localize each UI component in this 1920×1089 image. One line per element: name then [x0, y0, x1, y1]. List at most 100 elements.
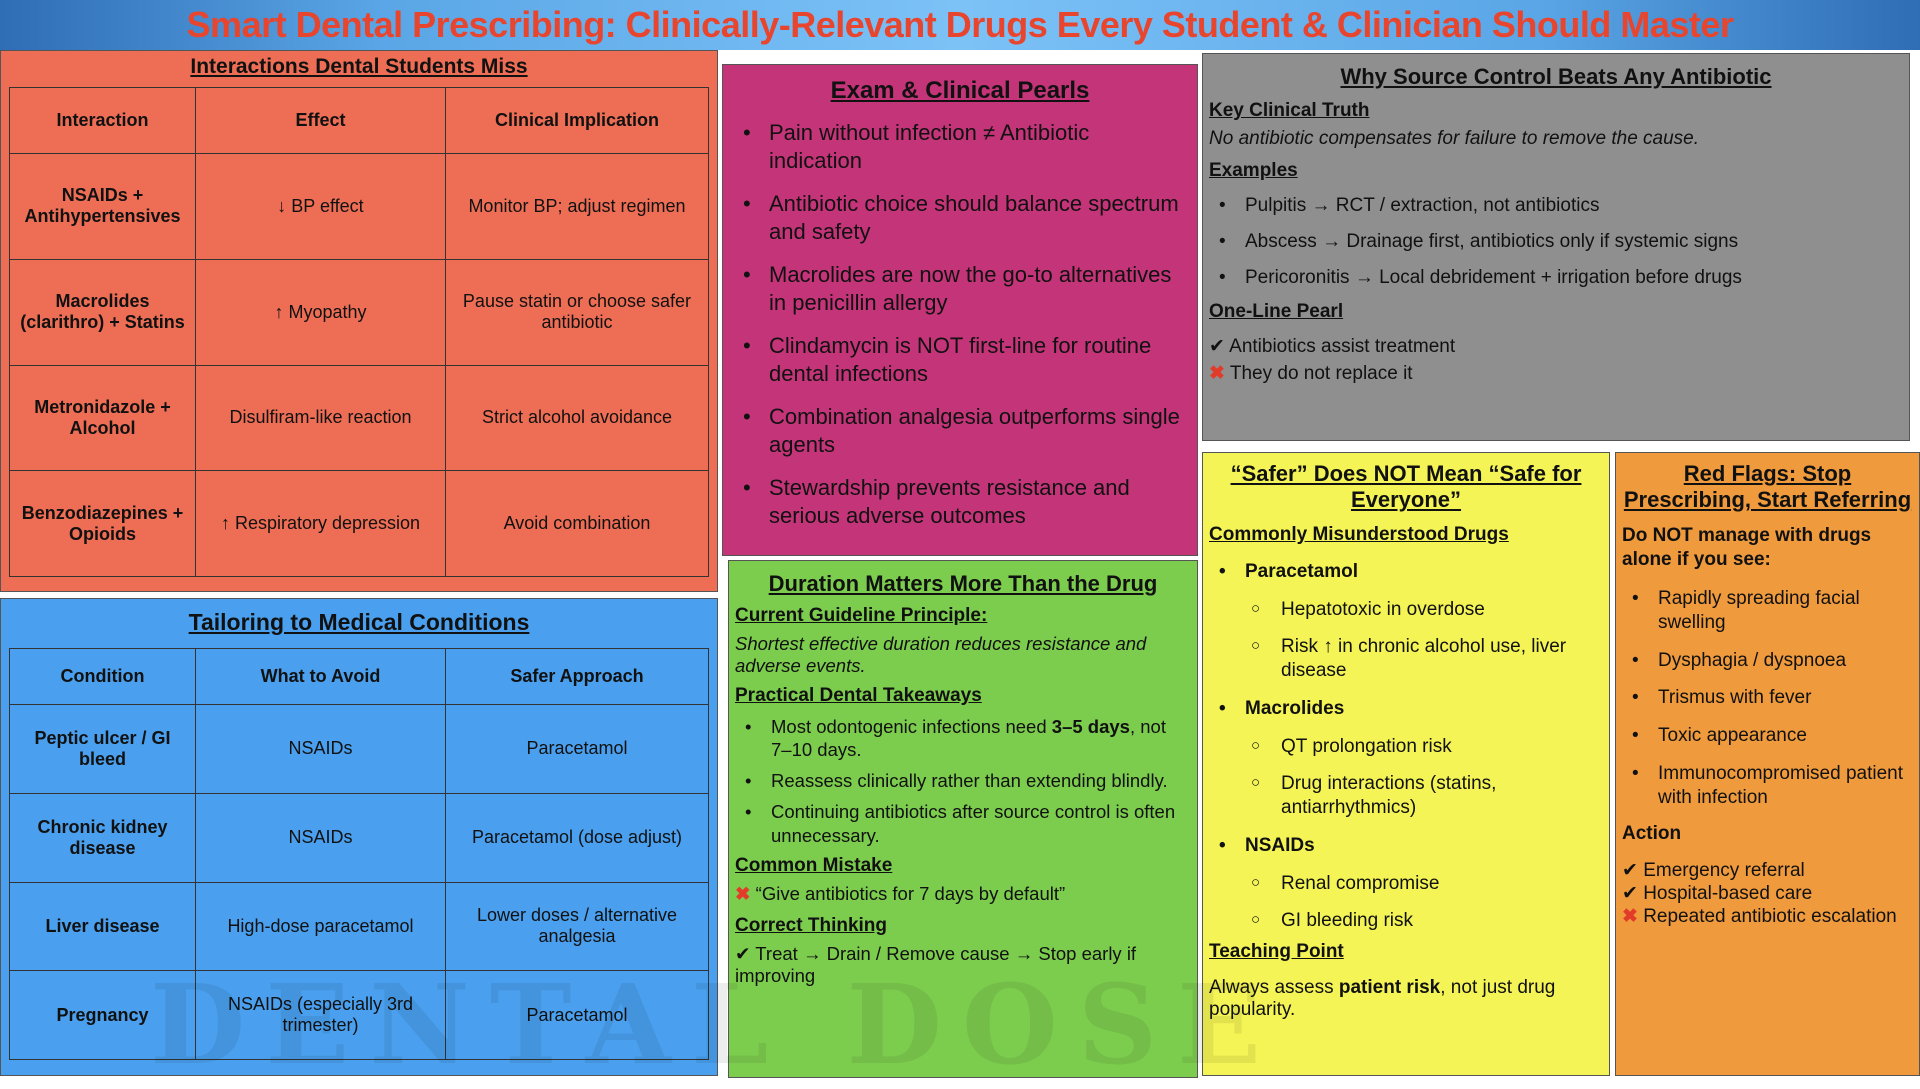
cell: ↑ Myopathy: [195, 258, 446, 366]
cell: Monitor BP; adjust regimen: [445, 153, 709, 260]
correct-label: Correct Thinking: [735, 914, 888, 936]
pearl-line-1: ✔ Antibiotics assist treatment: [1209, 336, 1456, 358]
truth-text: No antibiotic compensates for failure to…: [1209, 128, 1700, 149]
mistake-text: ✖ “Give antibiotics for 7 days by defaul…: [735, 883, 1191, 905]
list-item: Trismus with fever: [1622, 686, 1913, 710]
cell: Strict alcohol avoidance: [445, 364, 709, 472]
mistake-label: Common Mistake: [735, 854, 893, 876]
list-item: Pericoronitis → Local debridement + irri…: [1209, 266, 1903, 290]
cell: ↑ Respiratory depression: [195, 470, 446, 577]
col-header: Safer Approach: [445, 648, 709, 705]
cell: Paracetamol: [445, 970, 709, 1060]
action-2: ✔ Hospital-based care: [1622, 883, 1813, 905]
cell: Paracetamol (dose adjust): [445, 792, 709, 883]
pearls-list: Pain without infection ≠ Antibiotic indi…: [733, 119, 1187, 529]
redflags-heading: Red Flags: Stop Prescribing, Start Refer…: [1623, 461, 1912, 513]
cell: Liver disease: [9, 881, 196, 972]
drug-item: NSAIDs: [1209, 834, 1603, 858]
cell: Metronidazole + Alcohol: [9, 364, 196, 472]
text: Repeated antibiotic escalation: [1643, 906, 1897, 928]
cell: NSAIDs + Antihypertensives: [9, 153, 196, 260]
takeaways-list: Most odontogenic infections need 3–5 day…: [735, 715, 1191, 847]
safer-heading: “Safer” Does NOT Mean “Safe for Everyone…: [1230, 461, 1582, 513]
cell: High-dose paracetamol: [195, 881, 446, 972]
cell: Benzodiazepines + Opioids: [9, 470, 196, 577]
principle-label: Current Guideline Principle:: [735, 605, 988, 626]
list-item: Dysphagia / dyspnoea: [1622, 649, 1913, 673]
drug-list: Paracetamol Hepatotoxic in overdose Risk…: [1209, 560, 1603, 933]
truth-label: Key Clinical Truth: [1209, 100, 1370, 121]
correct-text: ✔ Treat → Drain / Remove cause → Stop ea…: [735, 942, 1137, 986]
drug-point: GI bleeding risk: [1209, 909, 1603, 933]
cross-icon: ✖: [735, 882, 751, 904]
redflags-intro: Do NOT manage with drugs alone if you se…: [1622, 524, 1872, 571]
list-item: Continuing antibiotics after source cont…: [735, 800, 1191, 846]
cell: NSAIDs: [195, 792, 446, 883]
list-item: Antibiotic choice should balance spectru…: [733, 190, 1187, 245]
source-panel: Why Source Control Beats Any Antibiotic …: [1202, 53, 1910, 441]
principle-text: Shortest effective duration reduces resi…: [735, 633, 1147, 676]
cell: Paracetamol: [445, 704, 709, 794]
drug-point: Risk ↑ in chronic alcohol use, liver dis…: [1209, 635, 1603, 683]
cell: Disulfiram-like reaction: [195, 364, 446, 472]
col-header: Interaction: [9, 87, 196, 154]
safer-panel: “Safer” Does NOT Mean “Safe for Everyone…: [1202, 452, 1610, 1076]
interactions-heading: Interactions Dental Students Miss: [190, 55, 528, 78]
list-item: Toxic appearance: [1622, 724, 1913, 748]
cell: Chronic kidney disease: [9, 792, 196, 883]
list-item: Clindamycin is NOT first-line for routin…: [733, 332, 1187, 387]
text: , not just drug popularity.: [1209, 977, 1556, 1021]
takeaways-label: Practical Dental Takeaways: [735, 685, 982, 706]
action-3: ✖ Repeated antibiotic escalation: [1622, 905, 1913, 928]
drug-item: Paracetamol: [1209, 560, 1603, 584]
cell: NSAIDs: [195, 704, 446, 794]
safer-sub: Commonly Misunderstood Drugs: [1209, 523, 1509, 545]
redflags-list: Rapidly spreading facial swelling Dyspha…: [1622, 587, 1913, 809]
cell: NSAIDs (especially 3rd trimester): [195, 970, 446, 1060]
examples-list: Pulpitis → RCT / extraction, not antibio…: [1209, 194, 1903, 289]
source-heading: Why Source Control Beats Any Antibiotic: [1340, 64, 1772, 89]
col-header: Effect: [195, 87, 446, 154]
emphasis: patient risk: [1338, 977, 1441, 999]
drug-point: Drug interactions (statins, antiarrhythm…: [1209, 772, 1603, 820]
text: They do not replace it: [1229, 363, 1413, 385]
list-item: Immunocompromised patient with infection: [1622, 762, 1913, 810]
interactions-panel: Interactions Dental Students Miss Intera…: [0, 50, 718, 592]
cell: Peptic ulcer / GI bleed: [9, 704, 196, 794]
list-item: Macrolides are now the go-to alternative…: [733, 261, 1187, 316]
text: Most odontogenic infections need: [771, 716, 1052, 737]
list-item: Pulpitis → RCT / extraction, not antibio…: [1209, 194, 1903, 218]
examples-label: Examples: [1209, 160, 1298, 181]
cross-icon: ✖: [1209, 363, 1225, 385]
text: Always assess: [1209, 977, 1339, 999]
redflags-panel: Red Flags: Stop Prescribing, Start Refer…: [1615, 452, 1920, 1076]
list-item: Stewardship prevents resistance and seri…: [733, 474, 1187, 529]
pearl-line-2: ✖ They do not replace it: [1209, 362, 1903, 385]
drug-point: Hepatotoxic in overdose: [1209, 598, 1603, 622]
drug-point: Renal compromise: [1209, 872, 1603, 896]
tailoring-heading: Tailoring to Medical Conditions: [188, 609, 530, 635]
table-row: Benzodiazepines + Opioids↑ Respiratory d…: [9, 470, 709, 577]
text: “Give antibiotics for 7 days by default”: [755, 882, 1066, 904]
tailoring-panel: Tailoring to Medical Conditions Conditio…: [0, 598, 718, 1076]
page-title: Smart Dental Prescribing: Clinically-Rel…: [0, 0, 1920, 50]
cell: ↓ BP effect: [195, 153, 446, 260]
table-row: Macrolides (clarithro) + Statins↑ Myopat…: [9, 258, 709, 366]
text: , not 7–10 days.: [771, 716, 1166, 761]
duration-heading: Duration Matters More Than the Drug: [768, 571, 1158, 596]
cross-icon: ✖: [1622, 906, 1638, 928]
col-header: What to Avoid: [195, 648, 446, 705]
duration-panel: Duration Matters More Than the Drug Curr…: [728, 560, 1198, 1078]
col-header: Condition: [9, 648, 196, 705]
col-header: Clinical Implication: [445, 87, 709, 154]
list-item: Combination analgesia outperforms single…: [733, 403, 1187, 458]
emphasis: 3–5 days: [1051, 716, 1130, 737]
drug-point: QT prolongation risk: [1209, 735, 1603, 759]
